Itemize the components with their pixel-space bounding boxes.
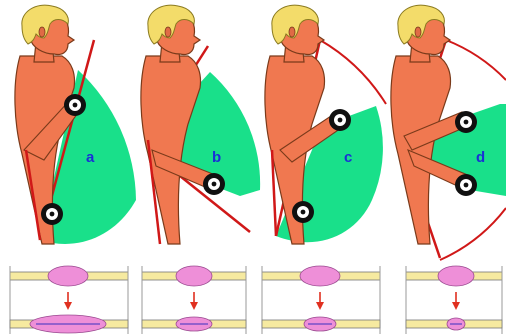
muscle-schematic-d [406, 266, 502, 334]
dumbbell-icon [41, 203, 63, 225]
panel-b: b [141, 5, 260, 244]
panel-label-c: c [344, 149, 352, 166]
muscle-belly-icon [300, 266, 340, 286]
muscle-belly-icon [48, 266, 88, 286]
dumbbell-icon [292, 201, 314, 223]
limit-arc [440, 208, 506, 260]
panel-a: a [15, 5, 136, 244]
dumbbell-icon [329, 109, 351, 131]
dumbbell-icon [203, 173, 225, 195]
dumbbell-icon [64, 94, 86, 116]
panel-c: c [265, 5, 386, 244]
dumbbell-icon [455, 174, 477, 196]
panel-d: d [391, 5, 506, 260]
limit-arc [446, 40, 506, 80]
panel-label-b: b [212, 149, 221, 166]
muscle-belly-icon [176, 266, 212, 286]
muscle-schematic-a [10, 266, 128, 334]
limit-arc [320, 40, 386, 104]
panel-label-d: d [476, 149, 485, 166]
panel-label-a: a [86, 149, 95, 166]
dumbbell-icon [455, 111, 477, 133]
muscle-schematic-b [142, 266, 246, 334]
muscle-schematic-c [262, 266, 380, 334]
muscle-belly-icon [438, 266, 474, 286]
